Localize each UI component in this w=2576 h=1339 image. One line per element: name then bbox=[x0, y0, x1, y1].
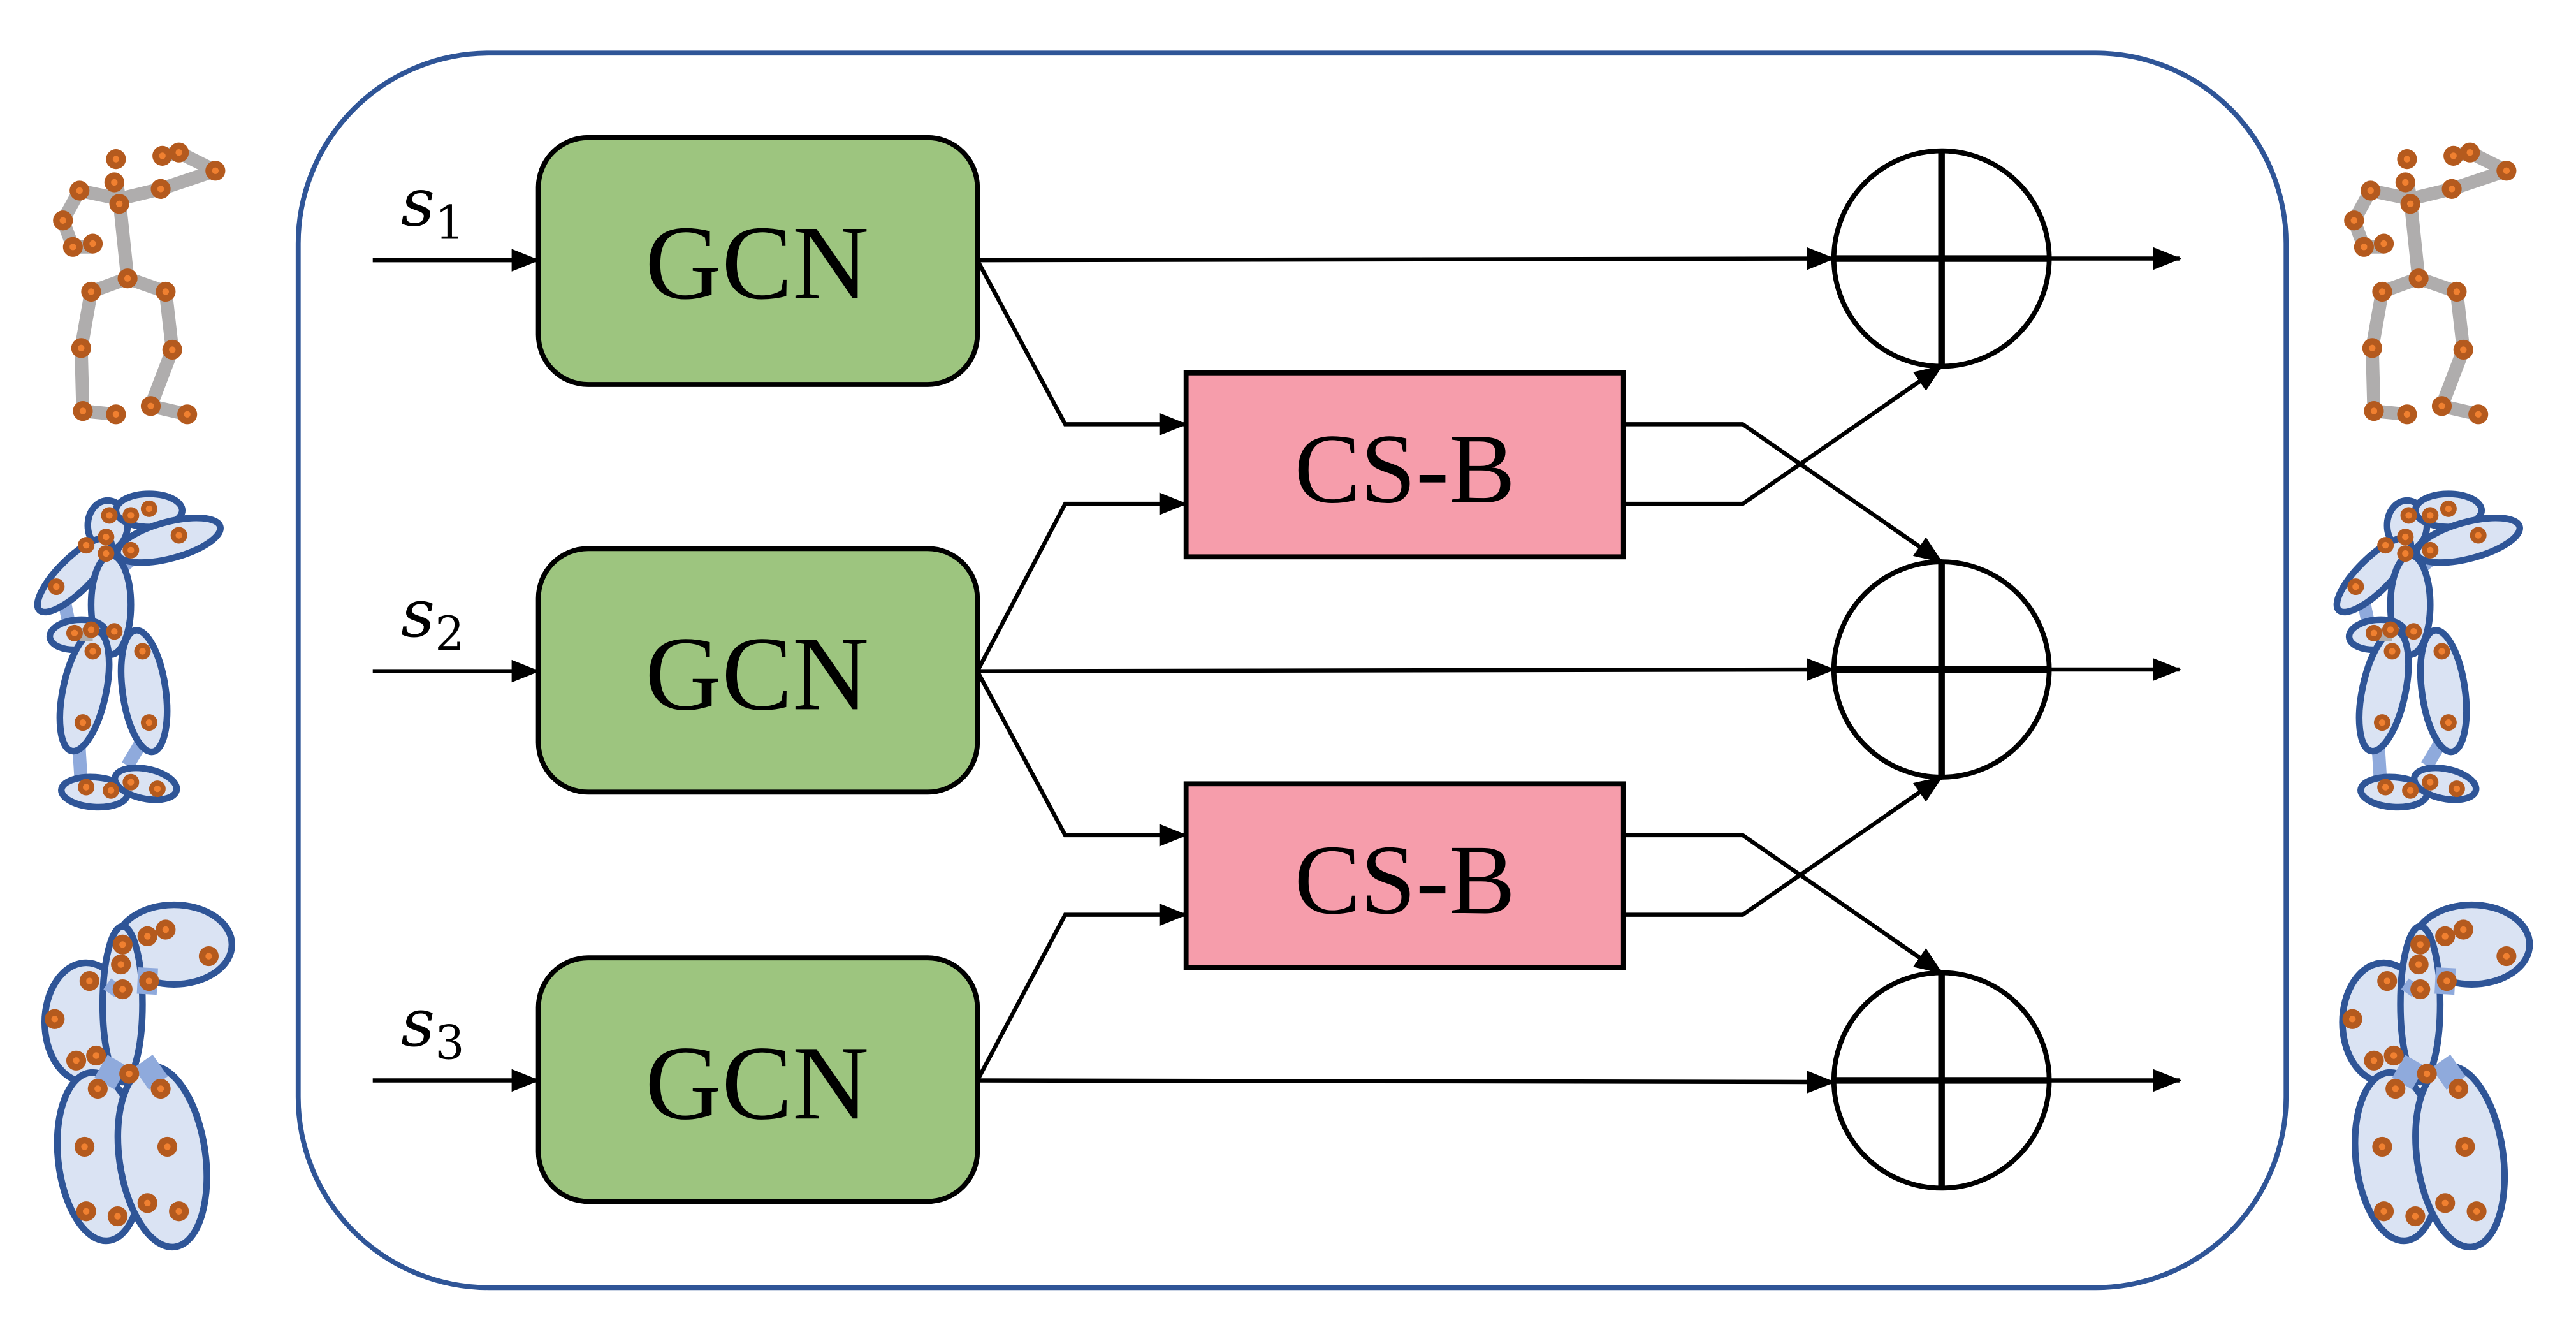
input-label-1: s1 bbox=[401, 165, 465, 251]
input-label-3: s3 bbox=[401, 984, 465, 1071]
csb-block-1: CS-B bbox=[1183, 370, 1626, 560]
gcn-block-label: GCN bbox=[645, 615, 869, 732]
gcn2-to-csb1 bbox=[975, 492, 1188, 673]
adder-3-icon bbox=[1831, 970, 2052, 1191]
left-joint-skeleton-icon bbox=[53, 143, 225, 425]
csb1-bottom-to-adder1 bbox=[1623, 364, 1943, 506]
csb2-top-to-adder3 bbox=[1623, 833, 1943, 975]
gcn1-to-adder1 bbox=[977, 247, 1835, 270]
input-label-2: s2 bbox=[401, 575, 465, 661]
right-joint-skeleton-icon bbox=[2344, 143, 2516, 425]
gcn2-to-csb2 bbox=[975, 670, 1188, 847]
right-part-skeleton-icon bbox=[2327, 494, 2524, 810]
gcn2-to-adder2 bbox=[977, 658, 1835, 681]
gcn-block-label: GCN bbox=[645, 204, 869, 321]
csb1-top-to-adder2 bbox=[1623, 422, 1943, 564]
adder-2-icon bbox=[1831, 559, 2052, 780]
gcn1-to-csb1 bbox=[975, 259, 1188, 436]
gcn-block-3: GCN bbox=[535, 955, 980, 1204]
csb-block-2: CS-B bbox=[1183, 781, 1626, 970]
adder-1-icon bbox=[1831, 148, 2052, 369]
gcn-block-1: GCN bbox=[535, 135, 980, 387]
module-container bbox=[295, 50, 2289, 1291]
left-part-skeleton-icon bbox=[27, 494, 224, 810]
gcn-block-2: GCN bbox=[535, 546, 980, 795]
gcn3-to-adder3 bbox=[977, 1071, 1835, 1094]
csb-block-label: CS-B bbox=[1294, 414, 1515, 524]
right-body-skeleton-icon bbox=[2343, 905, 2530, 1253]
csb-block-label: CS-B bbox=[1294, 824, 1515, 935]
left-body-skeleton-icon bbox=[45, 905, 232, 1253]
gcn-block-label: GCN bbox=[645, 1024, 869, 1141]
csb2-bottom-to-adder2 bbox=[1623, 775, 1943, 917]
gcn3-to-csb2 bbox=[975, 903, 1188, 1082]
